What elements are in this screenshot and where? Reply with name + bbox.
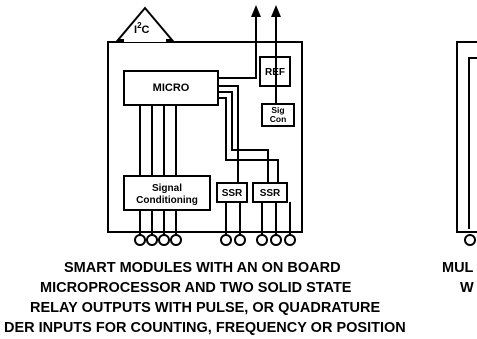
terminal (170, 234, 182, 246)
terminal (158, 234, 170, 246)
ssr-block-1 (216, 182, 248, 203)
caption-line-2: MICROPROCESSOR AND TWO SOLID STATE (40, 280, 352, 296)
signal-cond-label-2: Conditioning (136, 195, 198, 206)
module-outline-right (456, 41, 477, 233)
i2c-label: I2C (134, 21, 150, 36)
caption-line-4: DER INPUTS FOR COUNTING, FREQUENCY OR PO… (4, 320, 406, 336)
micro-block (123, 70, 219, 106)
sigcon-label-1: Sig (271, 105, 284, 115)
route-line-1 (218, 85, 239, 183)
caption-right-1: MUL (442, 260, 474, 276)
caption-line-1: SMART MODULES WITH AN ON BOARD (64, 260, 341, 276)
caption-right-2: W (460, 280, 474, 296)
ssr-block-2 (252, 182, 288, 203)
route-line-3 (218, 97, 279, 183)
terminal (134, 234, 146, 246)
caption-line-3: RELAY OUTPUTS WITH PULSE, OR QUADRATURE (30, 300, 381, 316)
terminal (284, 234, 296, 246)
signal-conditioning-block (123, 175, 211, 211)
micro-label: MICRO (153, 82, 190, 94)
terminal (220, 234, 232, 246)
module-outline (107, 41, 303, 233)
ref-label: REF (265, 67, 285, 78)
terminal (234, 234, 246, 246)
ssr-label-2: SSR (260, 188, 281, 199)
terminal (256, 234, 268, 246)
output-line-left (218, 15, 257, 79)
terminal (146, 234, 158, 246)
arrow-up-icon (271, 5, 281, 17)
ssr-label-1: SSR (222, 188, 243, 199)
arrow-up-icon (251, 5, 261, 17)
terminal (464, 234, 476, 246)
terminal (270, 234, 282, 246)
sigcon-label-2: Con (270, 114, 287, 124)
i2c-bus-arrow (115, 6, 175, 42)
signal-cond-label-1: Signal (152, 183, 182, 194)
sig-con-block (261, 103, 295, 127)
